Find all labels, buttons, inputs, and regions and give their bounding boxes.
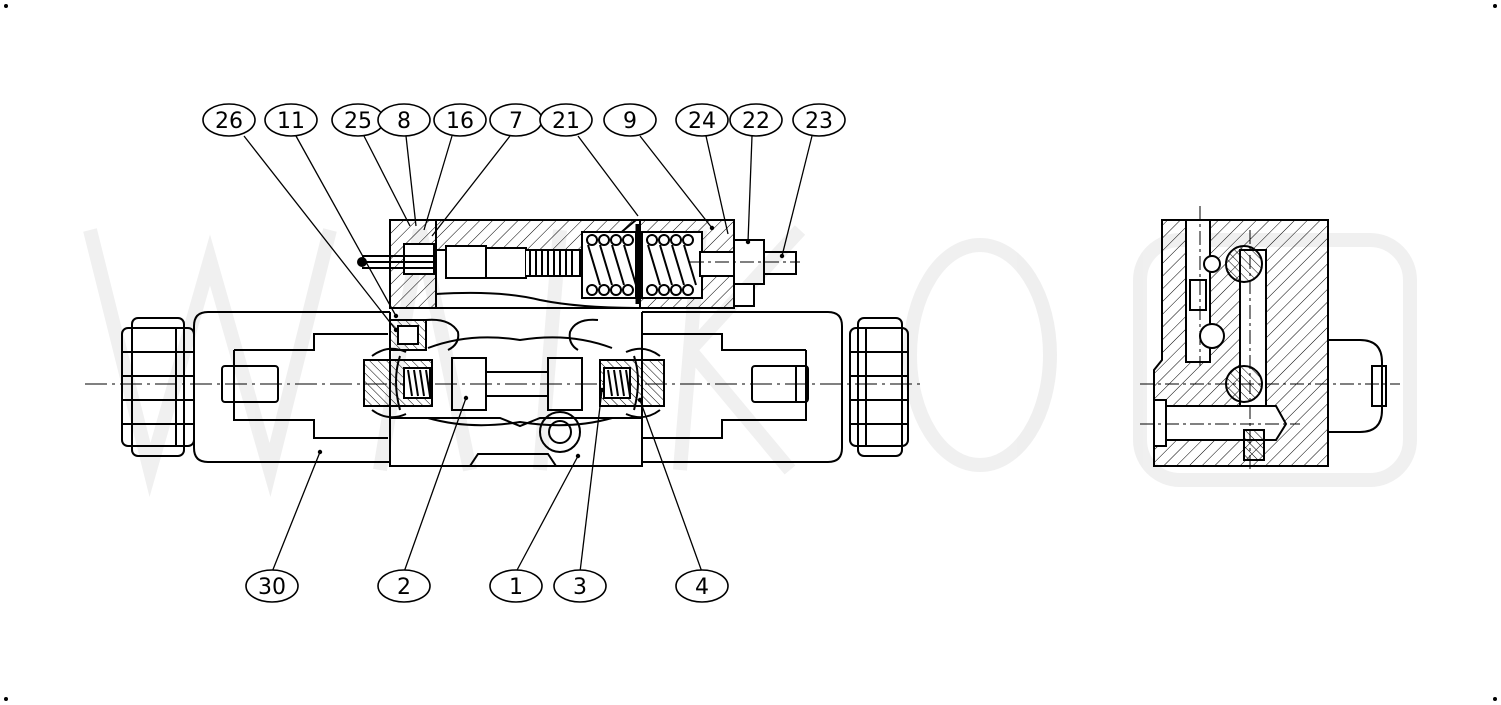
balloon-16: 16 — [433, 103, 487, 137]
balloons-bottom: 30 2 1 3 4 — [245, 569, 729, 603]
balloon-4: 4 — [675, 569, 729, 603]
balloon-7: 7 — [489, 103, 543, 137]
balloon-outline — [489, 569, 543, 603]
balloon-outline — [377, 103, 431, 137]
balloon-label: 11 — [277, 109, 305, 134]
main-valve-section — [85, 219, 920, 467]
balloon-label: 26 — [215, 109, 243, 134]
balloon-label: 16 — [446, 109, 474, 134]
balloon-label: 30 — [258, 575, 286, 600]
right-solenoid — [642, 311, 843, 463]
balloon-outline — [202, 103, 256, 137]
balloon-label: 21 — [552, 109, 580, 134]
override-block — [357, 219, 800, 309]
right-nut — [849, 317, 909, 457]
leader-dots — [317, 225, 785, 459]
balloon-3: 3 — [553, 569, 607, 603]
balloon-label: 8 — [397, 109, 411, 134]
balloon-26: 26 — [202, 103, 256, 137]
balloon-2: 2 — [377, 569, 431, 603]
balloon-outline — [729, 103, 783, 137]
balloon-label: 1 — [509, 575, 523, 600]
balloon-label: 7 — [509, 109, 523, 134]
balloon-label: 3 — [573, 575, 587, 600]
balloon-outline — [433, 103, 487, 137]
balloon-outline — [539, 103, 593, 137]
left-solenoid — [193, 311, 390, 463]
left-nut — [121, 317, 195, 457]
balloon-21: 21 — [539, 103, 593, 137]
balloons-top: 26 11 25 8 16 7 21 9 24 22 23 — [202, 103, 846, 137]
balloon-outline — [553, 569, 607, 603]
balloon-24: 24 — [675, 103, 729, 137]
balloon-outline — [792, 103, 846, 137]
balloon-label: 4 — [695, 575, 709, 600]
balloon-25: 25 — [331, 103, 385, 137]
balloon-label: 23 — [805, 109, 833, 134]
balloon-outline — [675, 103, 729, 137]
balloon-label: 25 — [344, 109, 372, 134]
side-view — [1140, 206, 1400, 470]
left-spring-pack — [363, 347, 433, 419]
leader-lines — [243, 135, 813, 573]
balloon-9: 9 — [603, 103, 657, 137]
balloon-label: 22 — [742, 109, 770, 134]
balloon-outline — [377, 569, 431, 603]
spring-coils — [586, 234, 697, 296]
balloon-outline — [675, 569, 729, 603]
balloon-label: 2 — [397, 575, 411, 600]
right-spring-pack — [599, 347, 665, 419]
balloon-outline — [264, 103, 318, 137]
balloon-22: 22 — [729, 103, 783, 137]
balloon-outline — [603, 103, 657, 137]
balloon-outline — [245, 569, 299, 603]
balloon-1: 1 — [489, 569, 543, 603]
corner-marks — [4, 4, 1497, 701]
balloon-8: 8 — [377, 103, 431, 137]
balloon-23: 23 — [792, 103, 846, 137]
balloon-label: 24 — [688, 109, 716, 134]
balloon-30: 30 — [245, 569, 299, 603]
balloon-11: 11 — [264, 103, 318, 137]
balloon-label: 9 — [623, 109, 637, 134]
